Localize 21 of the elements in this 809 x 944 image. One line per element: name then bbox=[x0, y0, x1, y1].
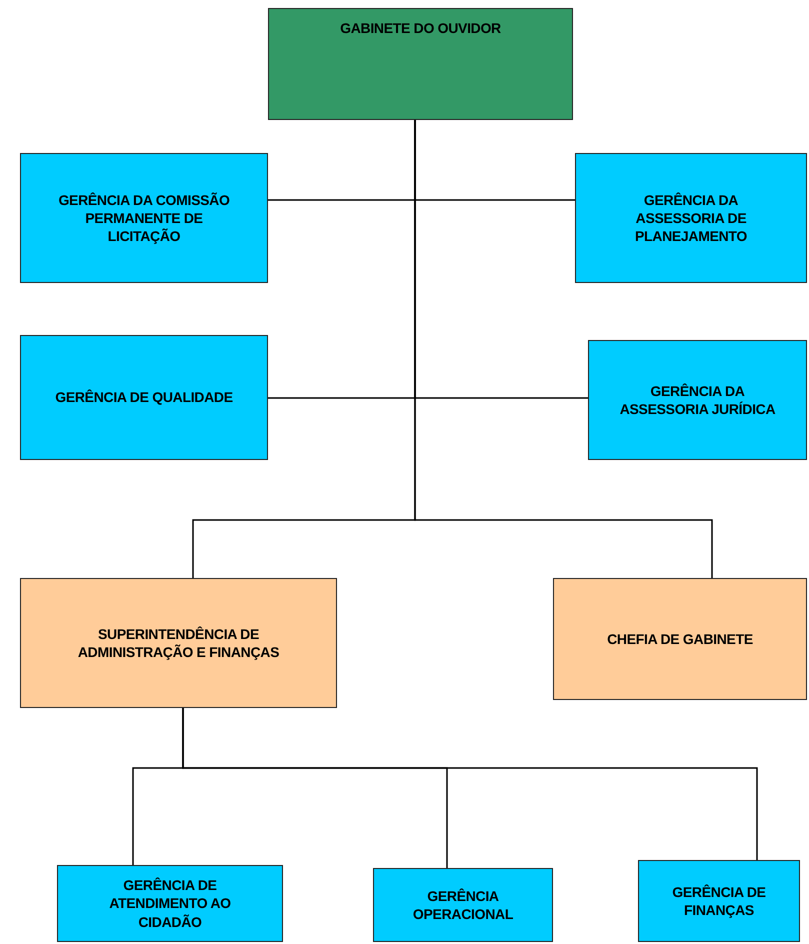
org-box bbox=[588, 340, 807, 460]
connector-line bbox=[182, 708, 758, 860]
unit-name: GERÊNCIA DA ASSESSORIA DE PLANEJAMENTO bbox=[634, 190, 748, 246]
org-box bbox=[268, 8, 573, 120]
unit-name: GERÊNCIA DE QUALIDADE bbox=[55, 388, 233, 407]
unit-name: GERÊNCIA DE FINANÇAS bbox=[671, 882, 767, 920]
org-box bbox=[20, 578, 337, 708]
unit-name: GERÊNCIA DA COMISSÃO PERMANENTE DE LICITAÇÃO bbox=[57, 190, 231, 246]
org-box bbox=[553, 578, 807, 700]
unit-name: SUPERINTENDÊNCIA DE ADMINISTRAÇÃO E FINANÇAS bbox=[76, 624, 280, 662]
org-box bbox=[57, 865, 283, 942]
unit-name: CHEFIA DE GABINETE bbox=[607, 630, 753, 648]
org-box bbox=[575, 153, 807, 283]
org-box bbox=[638, 860, 800, 942]
org-box bbox=[20, 153, 268, 283]
org-box bbox=[20, 335, 268, 460]
unit-name: GABINETE DO OUVIDOR bbox=[340, 19, 501, 38]
unit-name: GERÊNCIA DA ASSESSORIA JURÍDICA bbox=[619, 382, 776, 418]
org-box bbox=[373, 868, 553, 942]
unit-name: GERÊNCIA OPERACIONAL bbox=[412, 886, 514, 924]
unit-name: GERÊNCIA DE ATENDIMENTO AO CIDADÃO bbox=[108, 876, 232, 931]
